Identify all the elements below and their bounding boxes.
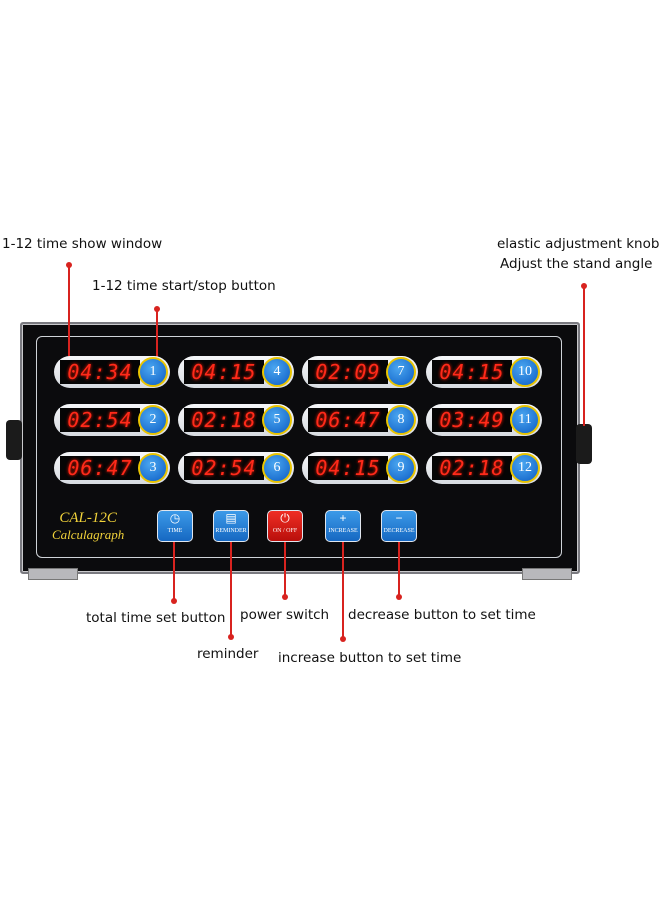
time-display: 03:49 [432, 408, 512, 432]
reminder-button[interactable]: ▤ REMINDER [213, 510, 249, 542]
time-display: 02:18 [432, 456, 512, 480]
right-stand-foot [522, 568, 572, 580]
leader-dot [340, 636, 346, 642]
callout-total-time: total time set button [86, 610, 226, 626]
time-display: 06:47 [308, 408, 388, 432]
leader-line [173, 540, 175, 600]
start-stop-button[interactable]: 12 [510, 453, 540, 483]
increase-button[interactable]: + INCREASE [325, 510, 361, 542]
callout-decrease: decrease button to set time [348, 607, 536, 623]
left-knob[interactable] [6, 420, 22, 460]
leader-line [583, 286, 585, 426]
callout-increase: increase button to set time [278, 650, 462, 666]
display-panel [36, 336, 562, 558]
callout-start-stop-button: 1-12 time start/stop button [92, 278, 276, 294]
leader-line [156, 309, 158, 373]
start-stop-button[interactable]: 6 [262, 453, 292, 483]
callout-knob-line2: Adjust the stand angle [500, 256, 653, 272]
leader-line [342, 540, 344, 638]
start-stop-button[interactable]: 9 [386, 453, 416, 483]
callout-time-show-window: 1-12 time show window [2, 236, 163, 252]
time-display: 04:34 [60, 360, 140, 384]
time-display: 04:15 [432, 360, 512, 384]
start-stop-button[interactable]: 2 [138, 405, 168, 435]
time-display: 06:47 [60, 456, 140, 480]
start-stop-button[interactable]: 8 [386, 405, 416, 435]
minus-icon: − [395, 511, 403, 525]
leader-dot [171, 598, 177, 604]
button-label: ON / OFF [272, 528, 298, 534]
time-display: 02:54 [184, 456, 264, 480]
button-label: TIME [167, 528, 183, 534]
leader-line [230, 540, 232, 636]
start-stop-button[interactable]: 4 [262, 357, 292, 387]
button-label: DECREASE [383, 528, 415, 534]
callout-power-switch: power switch [240, 607, 330, 623]
time-display: 02:54 [60, 408, 140, 432]
time-display: 02:09 [308, 360, 388, 384]
power-icon: ⏻ [280, 511, 290, 525]
leader-line [398, 540, 400, 596]
brand-label: CAL-12C Calculagraph [52, 510, 124, 543]
left-stand-foot [28, 568, 78, 580]
time-display: 04:15 [308, 456, 388, 480]
leader-dot [282, 594, 288, 600]
leader-dot [228, 634, 234, 640]
start-stop-button[interactable]: 7 [386, 357, 416, 387]
callout-reminder: reminder [197, 646, 259, 662]
clock-icon: ◷ [169, 511, 181, 525]
product-name: Calculagraph [52, 527, 125, 542]
start-stop-button[interactable]: 5 [262, 405, 292, 435]
start-stop-button[interactable]: 11 [510, 405, 540, 435]
model-name: CAL-12C [59, 510, 117, 526]
power-button[interactable]: ⏻ ON / OFF [267, 510, 303, 542]
leader-line [284, 540, 286, 596]
button-label: INCREASE [328, 528, 358, 534]
callout-knob-line1: elastic adjustment knob [497, 236, 660, 252]
time-display: 02:18 [184, 408, 264, 432]
decrease-button[interactable]: − DECREASE [381, 510, 417, 542]
leader-dot [396, 594, 402, 600]
time-display: 04:15 [184, 360, 264, 384]
start-stop-button[interactable]: 1 [138, 357, 168, 387]
plus-icon: + [339, 511, 347, 525]
leader-line [68, 265, 70, 371]
total-time-button[interactable]: ◷ TIME [157, 510, 193, 542]
start-stop-button[interactable]: 10 [510, 357, 540, 387]
button-label: REMINDER [215, 528, 247, 534]
right-adjustment-knob[interactable] [576, 424, 592, 464]
reminder-icon: ▤ [225, 511, 237, 525]
start-stop-button[interactable]: 3 [138, 453, 168, 483]
